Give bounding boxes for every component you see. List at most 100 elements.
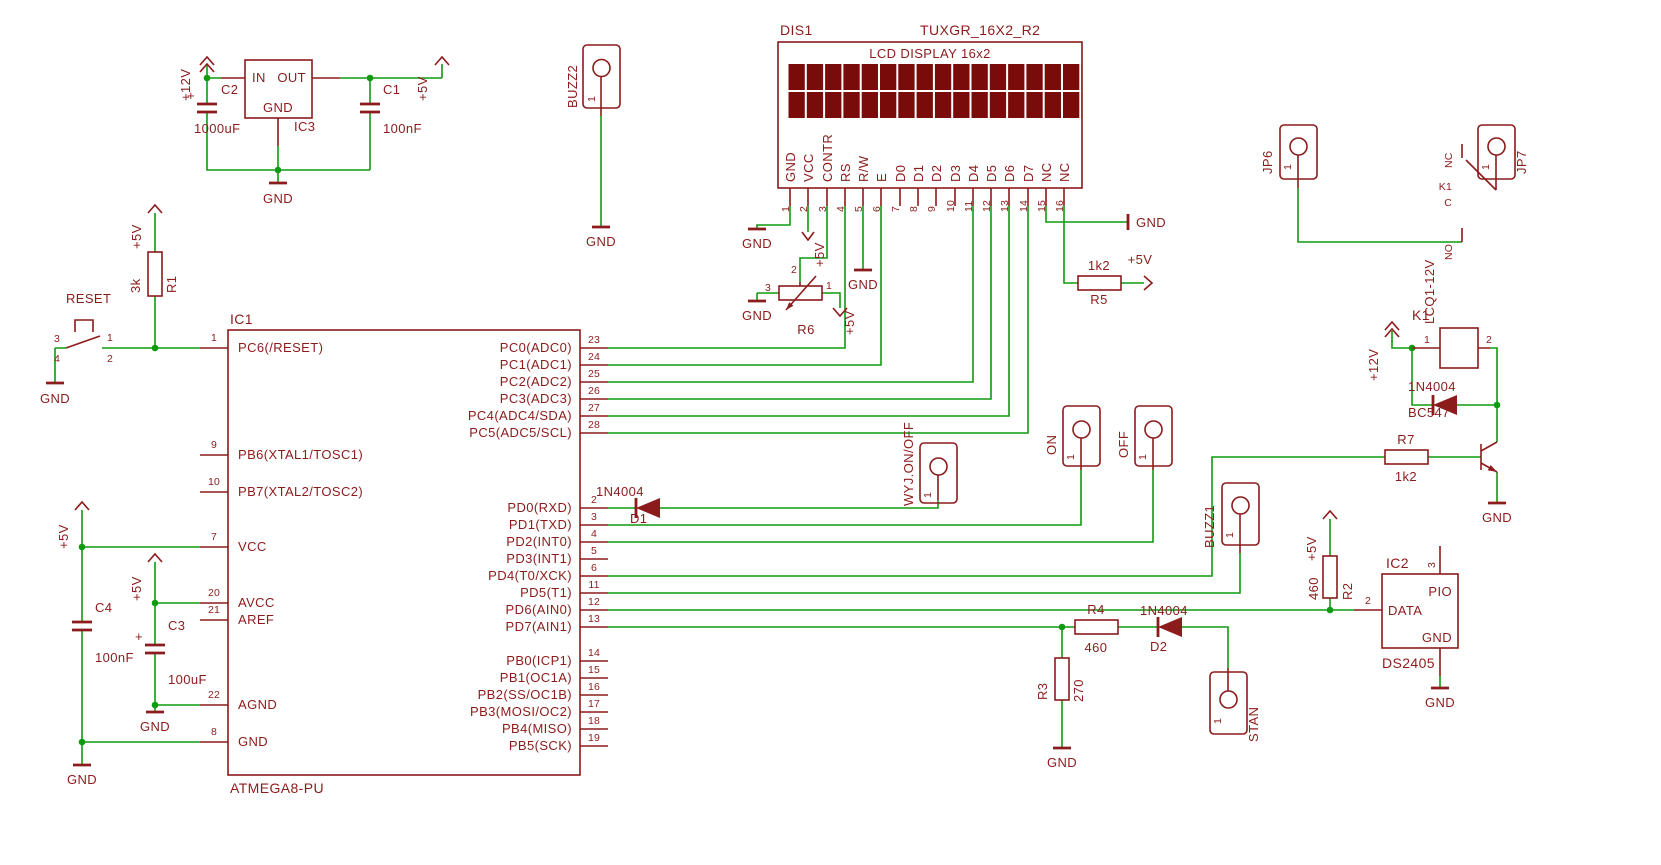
lcd-pin-name: D7 — [1021, 165, 1036, 182]
relay-coil-k1: K1 LCQ1-12V 1 2 — [1412, 259, 1492, 369]
net-reset — [54, 213, 200, 383]
ic1-pin-name: AVCC — [238, 595, 275, 610]
ic1-pin-name: PD5(T1) — [520, 585, 572, 600]
q1-emitter-arrowhead — [1487, 465, 1497, 472]
ic1-pin-name: AGND — [238, 697, 277, 712]
ic1-pin-number: 13 — [588, 613, 600, 625]
junction-dot — [151, 701, 159, 709]
ic1-pin-name: PC0(ADC0) — [500, 340, 572, 355]
d1-value: 1N4004 — [596, 484, 644, 499]
buzz2-label: BUZZ2 — [565, 65, 580, 108]
ic1-pin-name: PB3(MOSI/OC2) — [470, 704, 572, 719]
buzz1-label: BUZZ1 — [1202, 505, 1217, 548]
ic1-left-pin-stubs — [200, 347, 228, 743]
on-pad — [1072, 420, 1091, 439]
ic1-pin-name: PD4(T0/XCK) — [488, 568, 572, 583]
ic1-pin-name: PC3(ADC3) — [500, 391, 572, 406]
ic1-pin-name: PC1(ADC1) — [500, 357, 572, 372]
ic1-pin-number: 19 — [588, 732, 600, 744]
switch-pin-number: 2 — [107, 353, 113, 365]
ic1-pin-name: PD0(RXD) — [507, 500, 572, 515]
k1-part: LCQ1-12V — [1422, 259, 1437, 324]
buzz2-pin-number: 1 — [586, 96, 598, 102]
lcd-pin-number: 8 — [908, 206, 920, 212]
plus5v-label: +5V — [415, 76, 430, 101]
relay-contact-k1: NC NO C K1 — [1439, 144, 1497, 260]
r4-value: 460 — [1085, 640, 1108, 655]
lcd-pin-name: NC — [1039, 162, 1054, 182]
stan-pad — [1219, 690, 1238, 709]
plus12v-arrow-icon — [1384, 320, 1400, 338]
wyj-body — [919, 442, 958, 504]
ic1-pin-name: PD3(INT1) — [506, 551, 572, 566]
d1-triangle — [636, 498, 660, 518]
lcd-pin-name: D4 — [966, 165, 981, 182]
junction-dot — [1493, 401, 1501, 409]
ic1-pin-name: PB2(SS/OC1B) — [478, 687, 572, 702]
plus5v-label: +5V — [1128, 252, 1153, 267]
lcd-char-row — [788, 92, 1082, 118]
plus5v-arrow-right-icon — [1143, 275, 1154, 291]
nets — [54, 64, 1498, 765]
ic1-pin-number: 15 — [588, 664, 600, 676]
r5-body — [1077, 275, 1122, 291]
contact-lever — [1465, 159, 1497, 191]
r3-label: R3 — [1035, 683, 1050, 700]
q1-collector — [1480, 441, 1498, 452]
ic1-pin-name: PB5(SCK) — [509, 738, 572, 753]
lcd-pin-name: RS — [838, 163, 853, 182]
k1-pin-number: 2 — [1486, 334, 1492, 346]
ic1-pin-number: 12 — [588, 596, 600, 608]
diode-d2: 1N4004 D2 — [1140, 603, 1188, 654]
ic1-pin-number: 4 — [591, 528, 597, 540]
lcd-pin-name: E — [874, 173, 889, 182]
c2-value: 1000uF — [194, 121, 241, 136]
connector-on: ON 1 — [1044, 405, 1101, 470]
connector-wyj-on-off: WYJ.ON/OFF 1 — [901, 422, 958, 506]
ic1-pin-name: PB7(XTAL2/TOSC2) — [238, 484, 363, 499]
ic1-body — [227, 329, 581, 776]
supply-symbols: +12V +5V +5V +5V +5V +5V +5V +5V +5V +12… — [56, 55, 1400, 601]
ic1-pin-name: PB0(ICP1) — [506, 653, 572, 668]
lcd-dis1: DIS1 TUXGR_16X2_R2 LCD DISPLAY 16x2 GND … — [777, 22, 1083, 212]
resistor-r3: R3 270 — [1035, 657, 1086, 702]
lcd-pin-number: 1 — [780, 206, 792, 212]
lcd-pin-name: VCC — [801, 153, 816, 182]
ic1-pin-number: 20 — [208, 587, 220, 599]
off-label: OFF — [1116, 431, 1131, 458]
stan-label: STAN — [1246, 707, 1261, 742]
c2-polarity: + — [187, 88, 195, 103]
ic2-pin-number: 2 — [1365, 595, 1371, 607]
gnd-label: GND — [140, 719, 170, 734]
gnd-label: GND — [263, 191, 293, 206]
r6-label: R6 — [797, 322, 814, 337]
ic1-right-pin-stubs — [580, 347, 608, 747]
lcd-pin-number: 2 — [798, 206, 810, 212]
junction-dot — [366, 74, 374, 82]
r2-value: 460 — [1306, 577, 1321, 600]
ic1-label: IC1 — [230, 311, 253, 327]
dis1-part: TUXGR_16X2_R2 — [920, 22, 1040, 38]
plus5v-label: +5V — [129, 224, 144, 249]
ic3-pin-gnd-label: GND — [263, 100, 293, 115]
ic2-pin-number: 3 — [1426, 562, 1438, 568]
k1-pin-number: 1 — [1424, 334, 1430, 346]
q1-part: BC547 — [1408, 405, 1450, 420]
ic3-pins — [221, 77, 340, 146]
gnd-label: GND — [40, 391, 70, 406]
stan-pin-number: 1 — [1212, 718, 1224, 724]
plus5v-arrow-down-icon — [832, 307, 848, 318]
capacitor-c3: + C3 100uF — [135, 618, 206, 687]
gnd-label: GND — [1047, 755, 1077, 770]
lcd-pin-number: 4 — [835, 206, 847, 212]
switch-pin-number: 4 — [54, 353, 60, 365]
on-label: ON — [1044, 435, 1059, 455]
r2-label: R2 — [1340, 583, 1355, 600]
connector-off: OFF 1 — [1116, 405, 1173, 470]
ic1-pin-name: PC6(/RESET) — [238, 340, 323, 355]
ic1-pin-number: 28 — [588, 419, 600, 431]
r3-body — [1054, 657, 1070, 701]
plus5v-arrow-icon — [147, 552, 163, 563]
connector-jp6: JP6 1 — [1260, 124, 1318, 188]
